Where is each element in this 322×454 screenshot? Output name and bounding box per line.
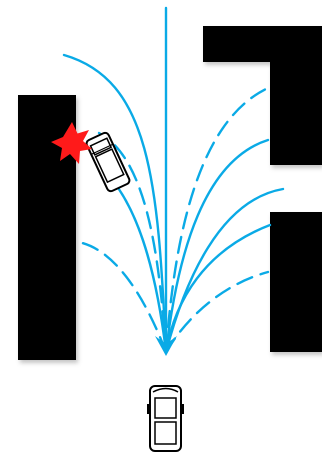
- trajectory-dashed: [164, 86, 270, 354]
- crashed-vehicle: [85, 131, 131, 193]
- collision-star-icon: [51, 122, 92, 164]
- bottom-right-block: [270, 212, 322, 352]
- trajectory-solid: [62, 53, 168, 354]
- obstacles: [18, 26, 322, 360]
- arrowhead: [155, 336, 177, 356]
- trajectory-solid: [164, 223, 272, 354]
- ego-vehicle: [147, 385, 184, 452]
- top-right-block: [203, 26, 322, 165]
- trajectory-dashed: [164, 270, 270, 354]
- trajectory-solid: [164, 138, 270, 354]
- trajectory-dashed: [97, 131, 168, 354]
- trajectory-dashed: [76, 240, 168, 354]
- trajectory-fan: [62, 6, 285, 354]
